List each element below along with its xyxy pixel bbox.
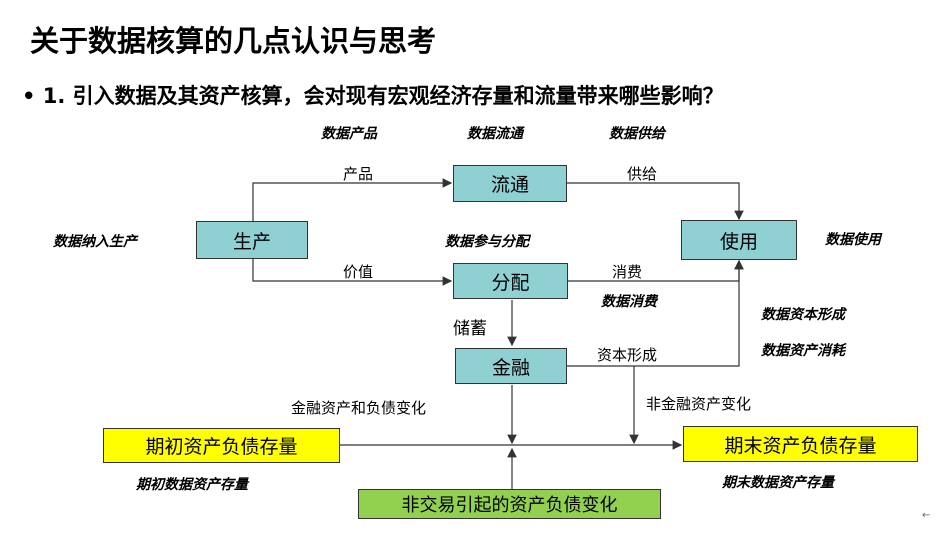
- note-data-consumption: 数据消费: [601, 294, 657, 310]
- arrow-consumption: [568, 259, 744, 282]
- note-data-supply: 数据供给: [609, 126, 665, 142]
- label-nonfinancial-change: 非金融资产变化: [646, 395, 752, 413]
- note-data-circulation: 数据流通: [467, 126, 523, 142]
- closing-stock-box: 期末资产负债存量: [683, 426, 918, 462]
- label-value: 价值: [343, 263, 374, 281]
- note-opening-data-stock: 期初数据资产存量: [136, 477, 248, 493]
- question-bullet: • 1. 引入数据及其资产核算，会对现有宏观经济存量和流量带来哪些影响？: [22, 84, 724, 108]
- note-data-asset-consumption: 数据资产消耗: [761, 343, 845, 359]
- corner-mark: ←: [922, 510, 931, 521]
- note-data-use: 数据使用: [825, 232, 881, 248]
- circulation-box: 流通: [453, 165, 567, 202]
- note-data-products: 数据产品: [321, 126, 377, 142]
- label-financial-change: 金融资产和负债变化: [291, 399, 427, 417]
- note-data-in-production: 数据纳入生产: [53, 234, 137, 250]
- opening-stock-box: 期初资产负债存量: [103, 428, 340, 463]
- note-data-capital-formation: 数据资本形成: [761, 307, 845, 323]
- arrow-supply: [567, 182, 744, 221]
- non-transaction-box: 非交易引起的资产负债变化: [358, 489, 661, 519]
- use-box: 使用: [681, 220, 797, 260]
- finance-box: 金融: [455, 348, 567, 384]
- label-capital-formation: 资本形成: [597, 346, 658, 364]
- distribution-box: 分配: [453, 263, 568, 299]
- production-box: 生产: [196, 221, 308, 259]
- note-closing-data-stock: 期末数据资产存量: [722, 475, 834, 491]
- arrow-capital-formation: [567, 259, 744, 367]
- page-title: 关于数据核算的几点认识与思考: [30, 24, 437, 58]
- label-product: 产品: [343, 165, 374, 183]
- arrow-product: [252, 178, 453, 222]
- label-saving: 储蓄: [453, 319, 487, 339]
- label-supply: 供给: [627, 165, 658, 183]
- note-data-in-distribution: 数据参与分配: [445, 234, 529, 250]
- label-consumption: 消费: [612, 263, 643, 281]
- arrow-value: [252, 259, 453, 286]
